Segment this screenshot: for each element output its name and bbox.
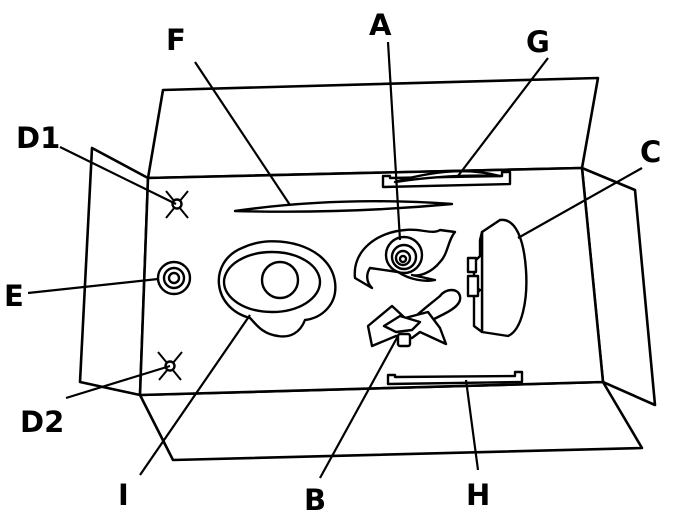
leader-f [194,61,291,206]
box-outline [78,76,657,462]
label-g: G [526,25,550,59]
part-i-bowl [217,240,337,338]
part-a-blade [353,228,457,290]
part-d1-cross [165,190,189,219]
label-h: H [466,478,490,512]
label-b: B [304,483,326,517]
leader-b [319,335,399,479]
part-b-paddle [366,288,462,348]
leader-i [139,314,251,476]
label-c: C [640,135,661,169]
part-labels: A F G C D1 E D2 I B H [4,8,661,517]
box-base-panel [138,166,605,397]
leader-d1 [59,146,177,205]
label-i: I [118,478,129,512]
leader-d2a [65,364,171,400]
leader-h [464,379,480,471]
label-d1: D1 [16,121,60,155]
part-e-knob [156,260,192,296]
leader-a [386,41,402,241]
part-c-housing [466,218,528,338]
leader-lines [27,41,643,479]
label-d2: D2 [20,405,64,439]
part-g-slot [381,170,512,189]
label-f: F [166,23,186,57]
part-h-strip [386,370,524,386]
label-a: A [369,8,392,42]
leader-e [27,277,159,295]
leader-c [517,167,643,239]
label-e: E [4,279,24,313]
leader-g [457,57,549,177]
